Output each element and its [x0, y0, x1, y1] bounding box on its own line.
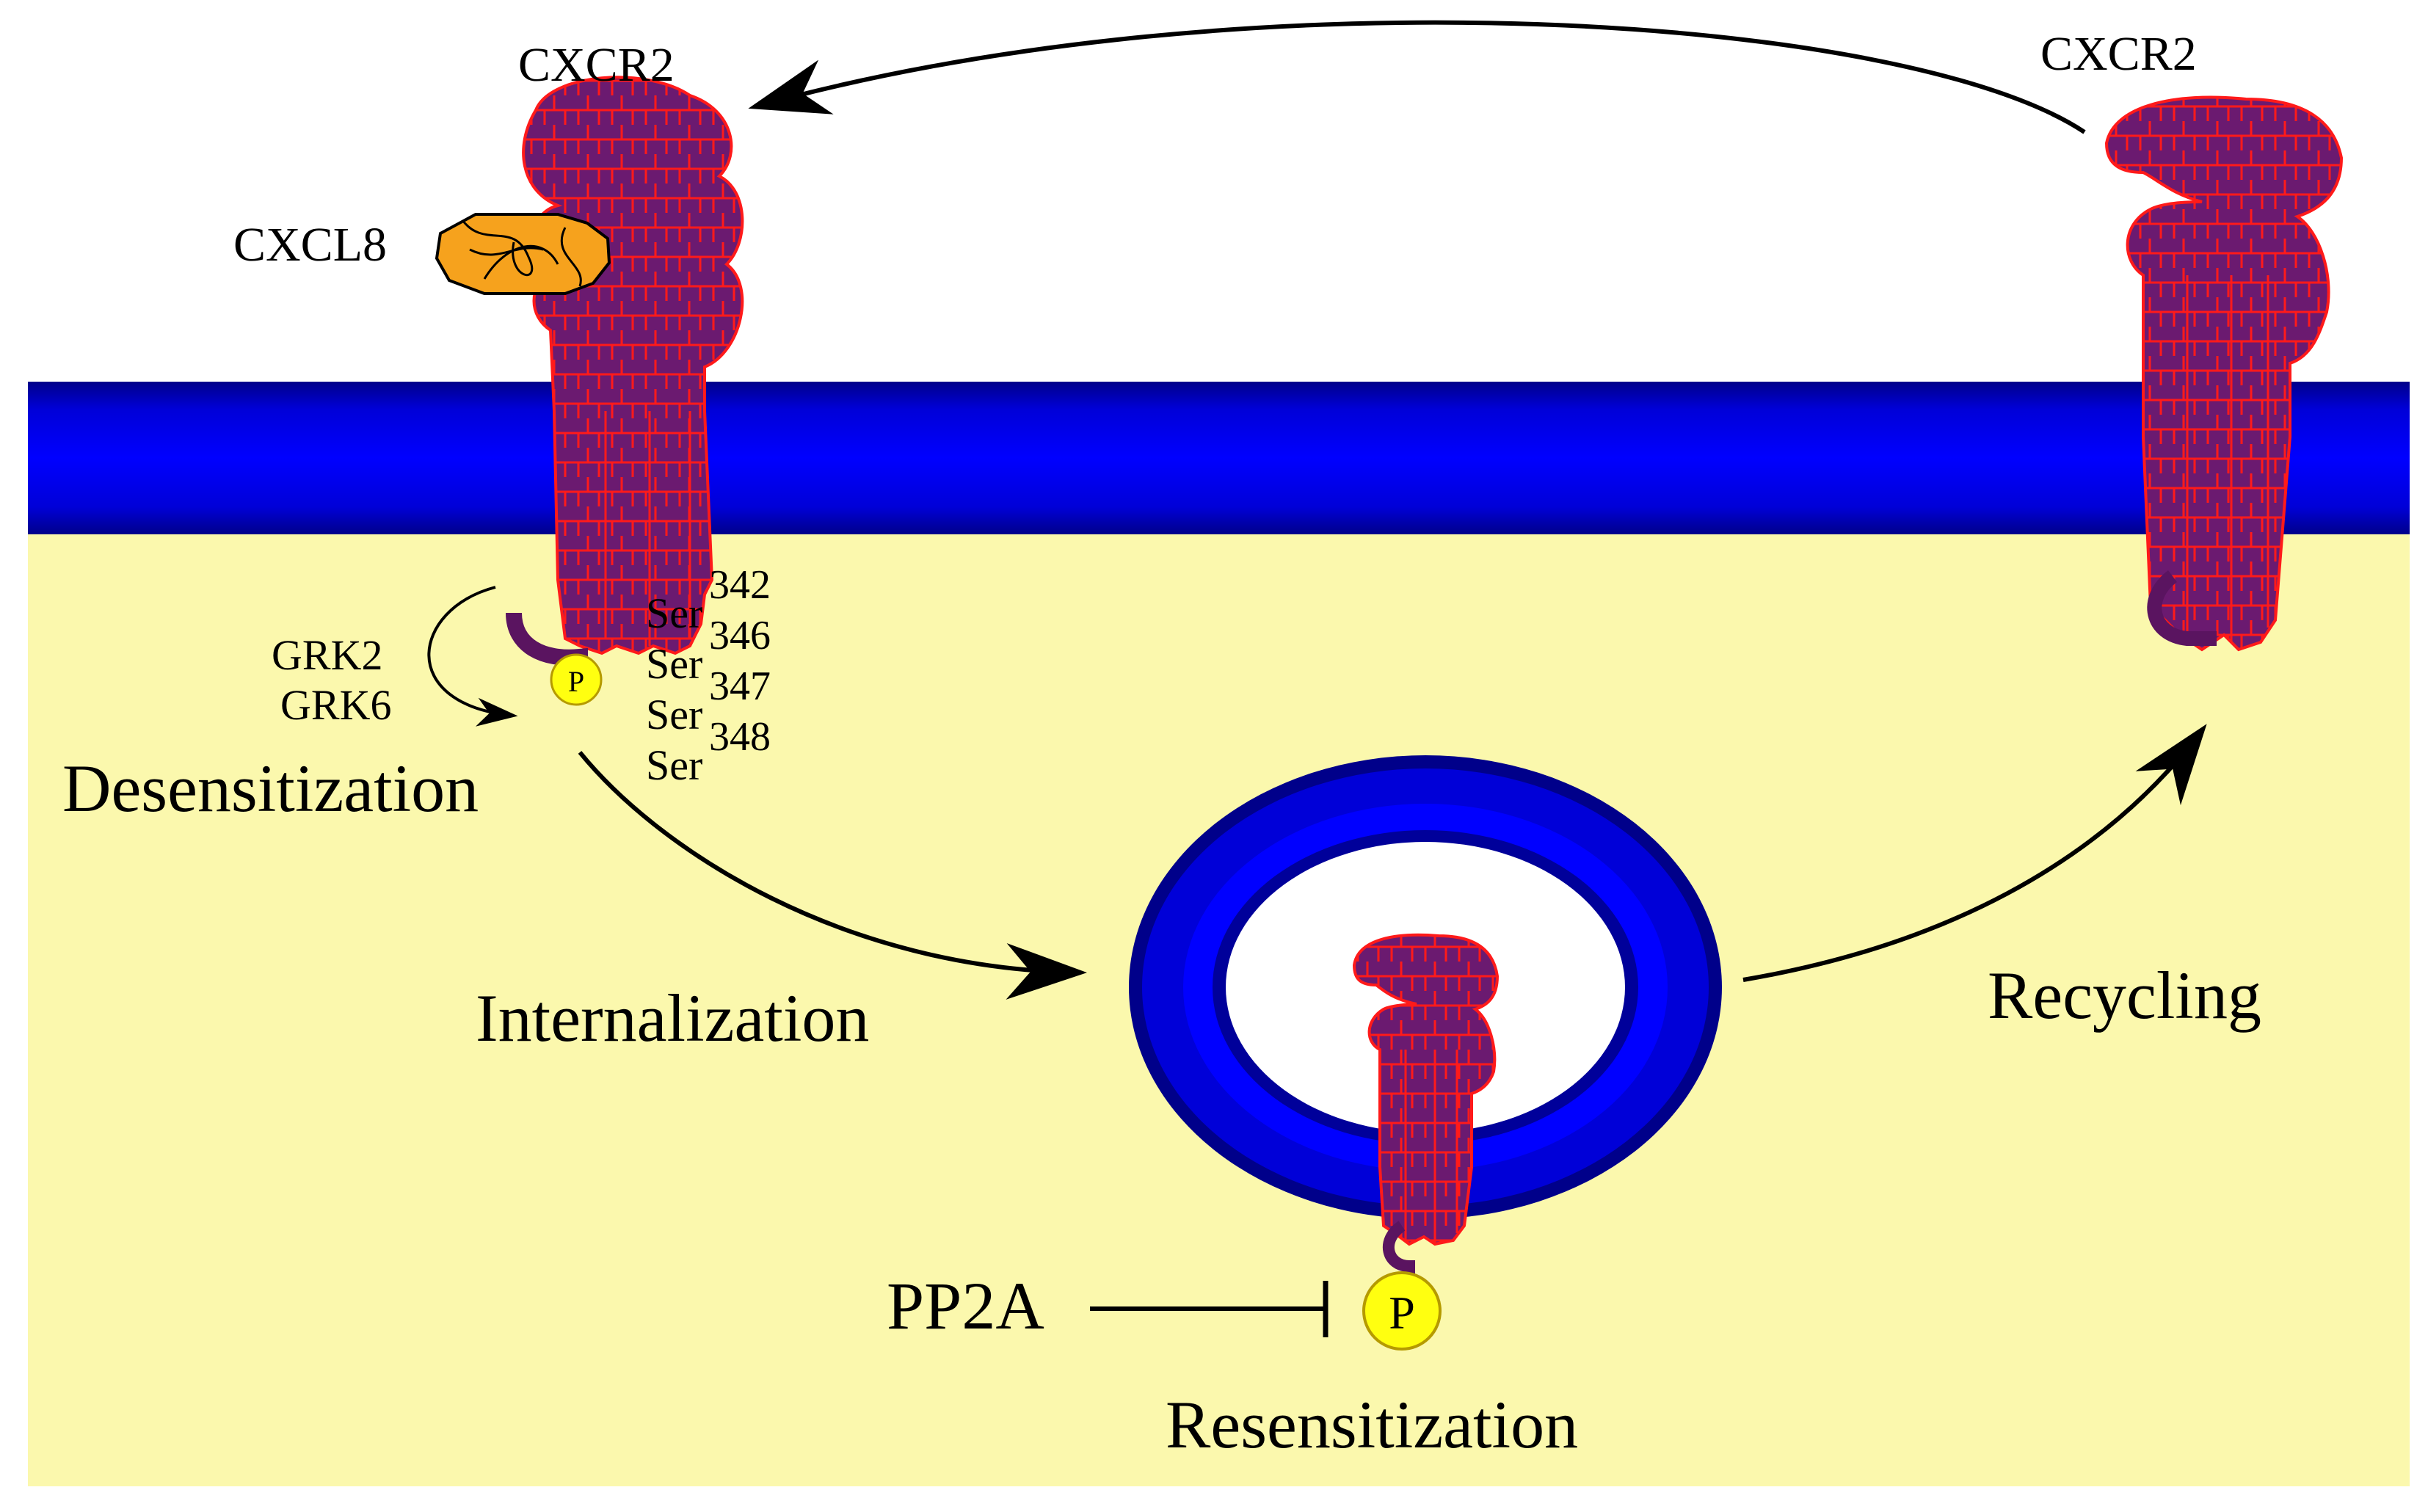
plasma-membrane — [28, 382, 2410, 534]
phosphate-circle-icon: P — [1362, 1271, 1442, 1351]
residue-base: Ser — [646, 589, 702, 637]
residue-number: 348 — [709, 714, 771, 760]
step-label-recycling: Recycling — [1988, 958, 2261, 1033]
phosphate-circle-icon: P — [550, 653, 603, 706]
residue-number: 346 — [709, 613, 771, 658]
phospho-label-large: P — [1389, 1287, 1415, 1339]
pp2a-inhibition-line — [1090, 1281, 1329, 1337]
recycling-arrow — [1742, 724, 2207, 982]
recycling-return-arrow — [748, 20, 2086, 134]
residue-base: Ser — [646, 640, 702, 688]
receptor-label-top-right: CXCR2 — [2040, 27, 2197, 81]
kinase-label-grk6: GRK6 — [280, 681, 391, 729]
residue-base: Ser — [646, 691, 702, 738]
kinase-label-grk2: GRK2 — [272, 631, 382, 679]
step-label-internalization: Internalization — [476, 981, 869, 1055]
cxcr2-protein-icon — [2104, 95, 2344, 652]
step-label-resensitization: Resensitization — [1166, 1387, 1578, 1462]
residue-number: 342 — [709, 562, 771, 608]
phospho-label-small: P — [568, 665, 584, 698]
serine-residues-list: Ser 342 Ser 346 Ser 347 Ser 348 — [646, 562, 771, 789]
receptor-label-top-left: CXCR2 — [518, 38, 675, 92]
residue-number: 347 — [709, 664, 771, 709]
cxcl8-chemokine-icon — [435, 213, 611, 295]
ligand-label: CXCL8 — [233, 218, 387, 272]
residue-base: Ser — [646, 741, 702, 789]
internalization-arrow — [578, 751, 1087, 1000]
phosphorylation-arrow — [427, 586, 518, 727]
phosphatase-label-pp2a: PP2A — [887, 1268, 1044, 1343]
cxcr2-protein-icon — [1352, 933, 1500, 1277]
step-label-desensitization: Desensitization — [62, 751, 479, 826]
extracellular-space — [0, 0, 2428, 385]
